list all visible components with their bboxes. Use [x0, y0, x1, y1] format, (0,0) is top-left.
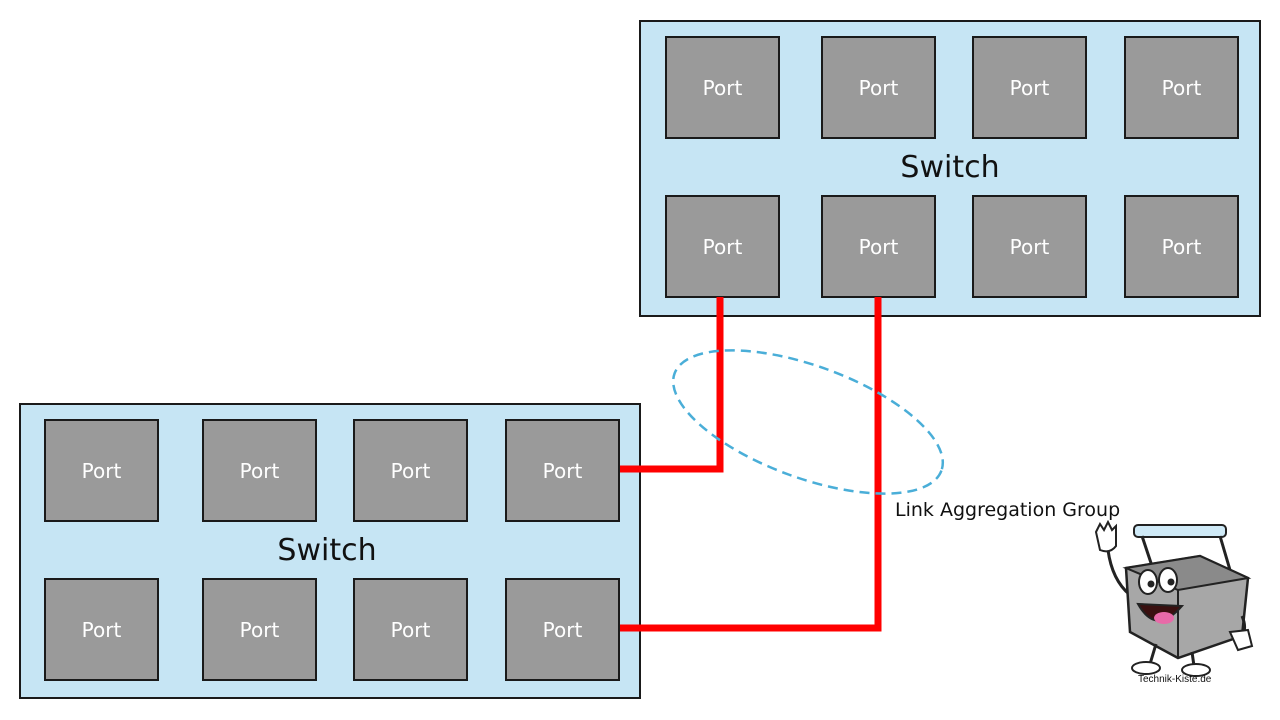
- switch-bottom-port-3: Port: [353, 419, 468, 522]
- switch-bottom-port-4: Port: [505, 419, 620, 522]
- link-aggregation-group-label: Link Aggregation Group: [895, 499, 1121, 521]
- switch-bottom-port-1: Port: [44, 419, 159, 522]
- switch-top-port-6: Port: [821, 195, 936, 298]
- link-cable-2: [620, 297, 882, 632]
- logo-caption: Technik-Kiste.de: [1138, 674, 1212, 685]
- switch-bottom-port-2: Port: [202, 419, 317, 522]
- switch-top-port-7: Port: [972, 195, 1087, 298]
- switch-bottom-port-5: Port: [44, 578, 159, 681]
- toolbox-mascot-logo: [1094, 520, 1254, 677]
- switch-bottom-label: Switch: [277, 533, 377, 568]
- switch-top-label: Switch: [900, 150, 1000, 185]
- switch-top-port-8: Port: [1124, 195, 1239, 298]
- switch-bottom-port-8: Port: [505, 578, 620, 681]
- switch-bottom-port-6: Port: [202, 578, 317, 681]
- switch-top-port-4: Port: [1124, 36, 1239, 139]
- switch-bottom: Port Port Port Port Switch Port Port Por…: [19, 403, 641, 699]
- switch-top-port-3: Port: [972, 36, 1087, 139]
- switch-top-port-1: Port: [665, 36, 780, 139]
- switch-top-port-5: Port: [665, 195, 780, 298]
- switch-top: Port Port Port Port Switch Port Port Por…: [639, 20, 1261, 317]
- switch-top-port-2: Port: [821, 36, 936, 139]
- link-aggregation-group-outline: [671, 349, 945, 495]
- switch-bottom-port-7: Port: [353, 578, 468, 681]
